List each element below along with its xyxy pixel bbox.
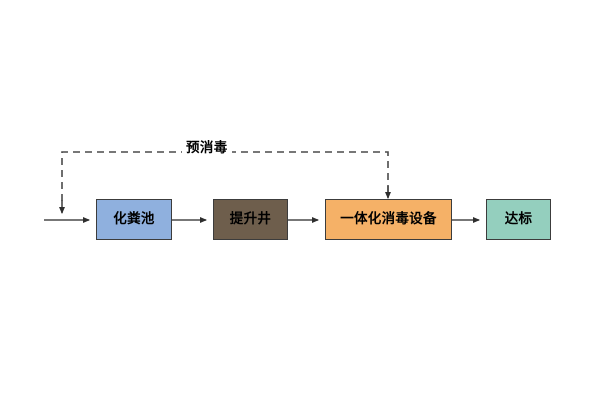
node-integrated-disinfection-equipment[interactable]: 一体化消毒设备 bbox=[325, 199, 452, 240]
connector-predisinfect-bus bbox=[61, 151, 389, 206]
node-standard-compliant[interactable]: 达标 bbox=[486, 199, 551, 240]
node-septic-tank-label: 化粪池 bbox=[113, 210, 155, 227]
node-standard-compliant-label: 达标 bbox=[504, 210, 533, 227]
feedback-label-predisinfection: 预消毒 bbox=[182, 141, 232, 157]
node-lift-well[interactable]: 提升井 bbox=[213, 199, 288, 240]
node-integrated-disinfection-equipment-label: 一体化消毒设备 bbox=[340, 210, 437, 227]
node-septic-tank[interactable]: 化粪池 bbox=[96, 199, 172, 240]
node-lift-well-label: 提升井 bbox=[229, 210, 272, 227]
